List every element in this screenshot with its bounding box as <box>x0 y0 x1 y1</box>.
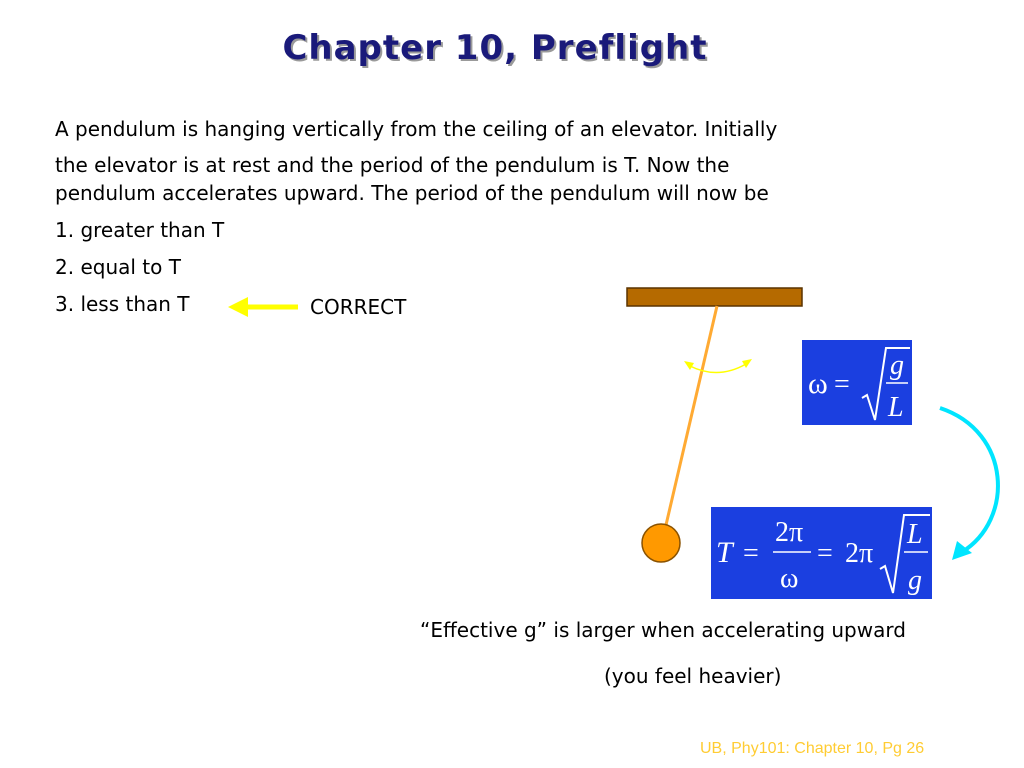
pendulum-string <box>664 305 719 526</box>
omega-symbol: ω <box>808 367 828 400</box>
question-line-3: pendulum accelerates upward. The period … <box>55 181 769 205</box>
question-line-2: the elevator is at rest and the period o… <box>55 153 730 177</box>
period-denominator-2: g <box>908 565 922 596</box>
period-coefficient: 2π <box>845 538 873 569</box>
period-equals-2: = <box>817 538 833 569</box>
ceiling-bar <box>626 287 803 307</box>
period-symbol: T <box>716 536 735 569</box>
effective-g-note: “Effective g” is larger when acceleratin… <box>420 618 906 642</box>
question-line-1: A pendulum is hanging vertically from th… <box>55 117 778 141</box>
omega-numerator: g <box>890 350 904 381</box>
omega-equals: = <box>834 369 850 400</box>
period-equation: T = 2π ω = 2π L g <box>711 507 932 599</box>
period-equals-1: = <box>743 538 759 569</box>
option-greater: 1. greater than T <box>55 218 225 242</box>
slide-footer: UB, Phy101: Chapter 10, Pg 26 <box>700 740 925 757</box>
option-less: 3. less than T <box>55 292 190 316</box>
omega-denominator: L <box>887 392 904 423</box>
swing-arrow-icon <box>684 359 752 374</box>
correct-label: CORRECT <box>310 295 407 319</box>
curved-arrow-icon <box>939 406 1000 560</box>
omega-equation: ω = g L <box>802 340 912 425</box>
feel-heavier-note: (you feel heavier) <box>604 664 782 688</box>
option-equal: 2. equal to T <box>55 255 181 279</box>
period-numerator-2: L <box>906 519 923 550</box>
correct-arrow-icon <box>228 297 298 317</box>
period-denominator-1: ω <box>780 563 798 594</box>
slide-title: Chapter 10, Preflight <box>282 28 708 68</box>
pendulum-bob <box>641 523 681 563</box>
period-numerator-1: 2π <box>775 517 803 548</box>
